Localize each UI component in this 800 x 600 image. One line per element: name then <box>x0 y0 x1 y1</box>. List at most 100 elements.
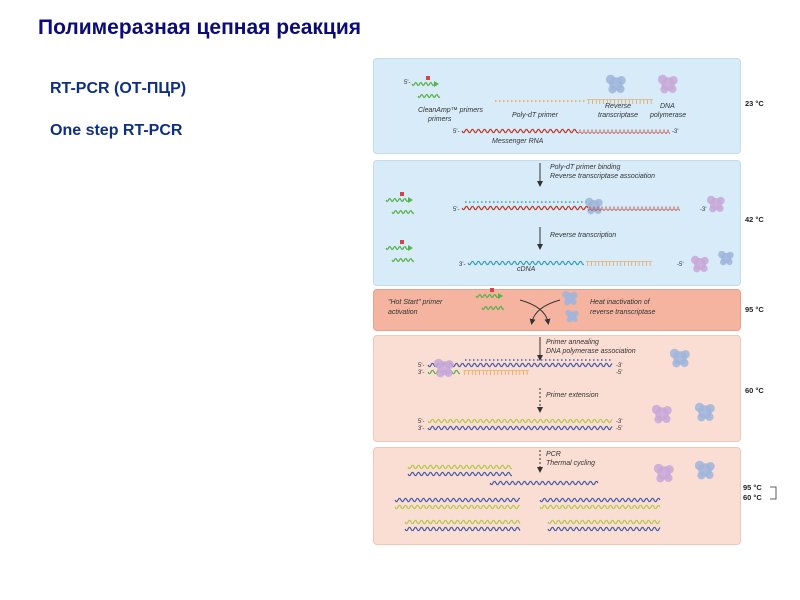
reverse-transcriptase-icon <box>562 290 578 306</box>
label-cdna: cDNA <box>517 266 536 273</box>
label-polydt-binding: Poly-dT primer binding <box>550 164 621 171</box>
cdna-strand <box>467 260 584 266</box>
template-strand <box>427 425 613 431</box>
activated-primer <box>475 293 499 299</box>
rt-protein-icon <box>669 348 690 368</box>
cycle-bracket <box>770 486 777 500</box>
panel-components <box>373 58 741 154</box>
dna-polymerase-icon <box>657 74 678 94</box>
polya-tail-1: AAAAAAAAAAAAAAAAAAAAAAA <box>578 130 670 136</box>
mrna-strand <box>461 205 589 211</box>
end-label: 3'- <box>418 426 424 432</box>
label-heat-inact-2: reverse transcriptase <box>590 309 655 316</box>
panel-hot-start <box>373 289 741 331</box>
label-hot-start-2: activation <box>388 309 418 316</box>
temp-42: 42 °C <box>745 215 764 224</box>
amplicon-strand <box>394 497 520 503</box>
label-primer-extension: Primer extension <box>546 392 599 399</box>
reverse-transcriptase-icon <box>605 74 626 94</box>
reverse-transcriptase-icon <box>585 197 603 215</box>
reverse-transcriptase-icon <box>718 250 734 266</box>
end-label: -3' <box>616 363 622 369</box>
inactivation-arrow <box>529 299 561 325</box>
label-reverse-transcription: Reverse transcription <box>550 232 616 239</box>
end-label: 5'- <box>418 419 424 425</box>
label-thermal-cycling: Thermal cycling <box>546 460 595 467</box>
extended-strand <box>427 418 613 424</box>
end-label: -3' <box>616 419 622 425</box>
label-reverse: Reverse <box>605 103 631 110</box>
end-label: -3' <box>700 207 706 213</box>
label-polydt-primer: Poly-dT primer <box>512 112 559 119</box>
polya-tail-2: AAAAAAAAAAAAAAAAAAAAAAA <box>588 207 680 213</box>
rt-protein-icon <box>694 460 715 480</box>
dna-polymerase-icon <box>691 255 709 273</box>
amplicon-strand <box>489 480 599 486</box>
dna-polymerase-icon <box>651 404 672 424</box>
dna-polymerase-icon <box>707 195 725 213</box>
end-label: 3'- <box>418 370 424 376</box>
primer-arrowhead <box>408 245 413 251</box>
polyt-cdna: TTTTTTTTTTTTTTTTTT <box>586 262 652 268</box>
temp-23: 23 °C <box>745 99 764 108</box>
dna-polymerase-icon <box>433 358 454 378</box>
end-label: -5' <box>616 426 622 432</box>
primer-arrowhead <box>408 197 413 203</box>
cleanamp-primer-strand <box>385 197 409 203</box>
end-label: -3' <box>672 129 678 135</box>
cleanamp-primer-strand <box>385 245 409 251</box>
label-dna: DNA <box>660 103 675 110</box>
label-pol-association: DNA polymerase association <box>546 348 636 355</box>
thermolabile-group-icon <box>400 240 404 244</box>
dna-polymerase-icon <box>653 463 674 483</box>
page-title: Полимеразная цепная реакция <box>38 16 362 39</box>
label-messenger-rna: Messenger RNA <box>492 138 544 145</box>
activated-primer <box>481 305 505 311</box>
cleanamp-primer-strand <box>391 257 415 263</box>
temp-cycle-95: 95 °C <box>743 483 762 492</box>
panel-reverse-transcription <box>373 160 741 286</box>
end-label: 5'- <box>404 80 410 86</box>
mrna-strand <box>461 128 578 134</box>
cleanamp-primer-strand <box>417 93 441 99</box>
activation-arrow <box>519 299 551 325</box>
temp-cycle-60: 60 °C <box>743 493 762 502</box>
subtitle-one-step: One step RT-PCR <box>50 122 183 139</box>
amplicon-strand <box>407 464 512 470</box>
rt-protein-icon <box>694 402 715 422</box>
temp-60: 60 °C <box>745 386 764 395</box>
amplicon-strand <box>547 526 661 532</box>
amplicon-strand <box>539 497 661 503</box>
thermolabile-group-icon <box>400 192 404 196</box>
temp-95: 95 °C <box>745 305 764 314</box>
label-polymerase: polymerase <box>649 112 686 119</box>
label-hot-start-1: "Hot Start" primer <box>388 299 443 306</box>
label-transcriptase: transcriptase <box>598 112 638 119</box>
cleanamp-primer-strand <box>411 81 435 87</box>
end-label: 3'- <box>459 262 465 268</box>
label-primers-2: primers <box>427 116 452 123</box>
end-label: 5'- <box>453 129 459 135</box>
label-cleanamp-primers: CleanAmp™ primers <box>418 107 483 114</box>
label-primer-annealing: Primer annealing <box>546 339 599 346</box>
polyt-template: TTTTTTTTTTTTTTTTTT <box>463 371 529 377</box>
inactive-rt-icon <box>565 309 579 323</box>
primer-arrowhead <box>498 293 503 299</box>
subtitle-rt-pcr: RT-PCR (ОТ-ПЦР) <box>50 80 187 97</box>
end-label: 5'- <box>418 363 424 369</box>
amplicon-strand <box>407 471 512 477</box>
amplicon-strand <box>404 519 521 525</box>
label-heat-inact-1: Heat inactivation of <box>590 299 651 306</box>
end-label: -5' <box>677 262 683 268</box>
amplicon-strand <box>404 526 521 532</box>
end-label: 5'- <box>453 207 459 213</box>
cleanamp-primer-strand <box>391 209 415 215</box>
label-rt-association: Reverse transcriptase association <box>550 173 655 180</box>
amplicon-strand <box>547 519 661 525</box>
thermolabile-group-icon <box>426 76 430 80</box>
thermolabile-group-icon <box>490 288 494 292</box>
polyt-primer-seq: TTTTTTTTTTTTTTTTTT <box>587 100 653 106</box>
label-pcr: PCR <box>546 451 561 458</box>
end-label: -5' <box>616 370 622 376</box>
